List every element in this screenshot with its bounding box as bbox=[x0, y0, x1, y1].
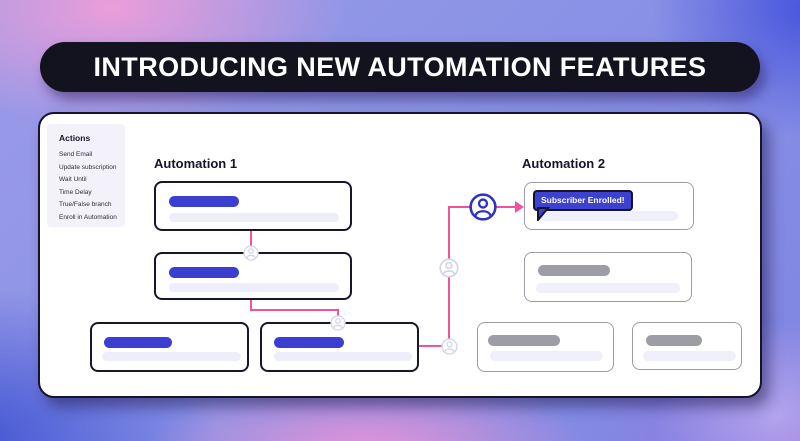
person-circle-icon bbox=[439, 258, 459, 278]
automation2-step-4 bbox=[632, 322, 742, 370]
automation1-step-3 bbox=[90, 322, 249, 372]
action-item-wait-until: Wait Until bbox=[59, 176, 87, 184]
step-text-placeholder bbox=[536, 283, 680, 293]
action-item-time-delay: Time Delay bbox=[59, 188, 92, 196]
step-text-placeholder bbox=[538, 211, 678, 221]
connector-line bbox=[495, 206, 517, 208]
step-text-placeholder bbox=[643, 351, 736, 361]
person-circle-icon bbox=[330, 315, 346, 331]
step-title-placeholder bbox=[169, 196, 239, 207]
connector-line bbox=[250, 309, 339, 311]
actions-palette: Actions Send Email Update subscription W… bbox=[47, 124, 125, 227]
step-title-placeholder bbox=[274, 337, 344, 348]
step-text-placeholder bbox=[169, 213, 339, 222]
action-item-enroll-in-automation: Enroll in Automation bbox=[59, 213, 117, 221]
step-title-placeholder bbox=[538, 265, 610, 276]
connector-line bbox=[250, 231, 252, 253]
action-item-send-email: Send Email bbox=[59, 151, 93, 158]
enrolled-person-icon bbox=[469, 193, 497, 221]
step-text-placeholder bbox=[102, 352, 241, 361]
step-text-placeholder bbox=[490, 351, 603, 361]
connector-line bbox=[250, 300, 252, 311]
person-circle-icon bbox=[243, 245, 259, 261]
tooltip-tail bbox=[537, 207, 550, 221]
step-title-placeholder bbox=[646, 335, 702, 346]
automation2-step-2 bbox=[524, 252, 692, 302]
step-text-placeholder bbox=[274, 352, 412, 361]
person-circle-icon bbox=[441, 338, 458, 355]
enrollment-tooltip-label: Subscriber Enrolled! bbox=[541, 195, 625, 205]
banner-title: INTRODUCING NEW AUTOMATION FEATURES bbox=[40, 42, 760, 92]
enrollment-tooltip: Subscriber Enrolled! bbox=[533, 190, 633, 221]
step-text-placeholder bbox=[169, 283, 339, 292]
automation1-step-1 bbox=[154, 181, 352, 231]
step-title-placeholder bbox=[104, 337, 172, 348]
connector-arrow-icon bbox=[515, 201, 524, 213]
connector-line bbox=[419, 345, 449, 347]
automation2-step-1: Subscriber Enrolled! bbox=[524, 182, 694, 230]
actions-heading: Actions bbox=[59, 133, 91, 143]
action-item-update-subscription: Update subscription bbox=[59, 163, 117, 171]
automation-1-heading: Automation 1 bbox=[154, 156, 238, 171]
step-title-placeholder bbox=[169, 267, 239, 278]
step-title-placeholder bbox=[488, 335, 560, 346]
automation-canvas: Actions Send Email Update subscription W… bbox=[38, 112, 762, 398]
action-item-true-false-branch: True/False branch bbox=[59, 201, 112, 209]
automation2-step-3 bbox=[477, 322, 614, 372]
automation-2-heading: Automation 2 bbox=[522, 156, 606, 171]
